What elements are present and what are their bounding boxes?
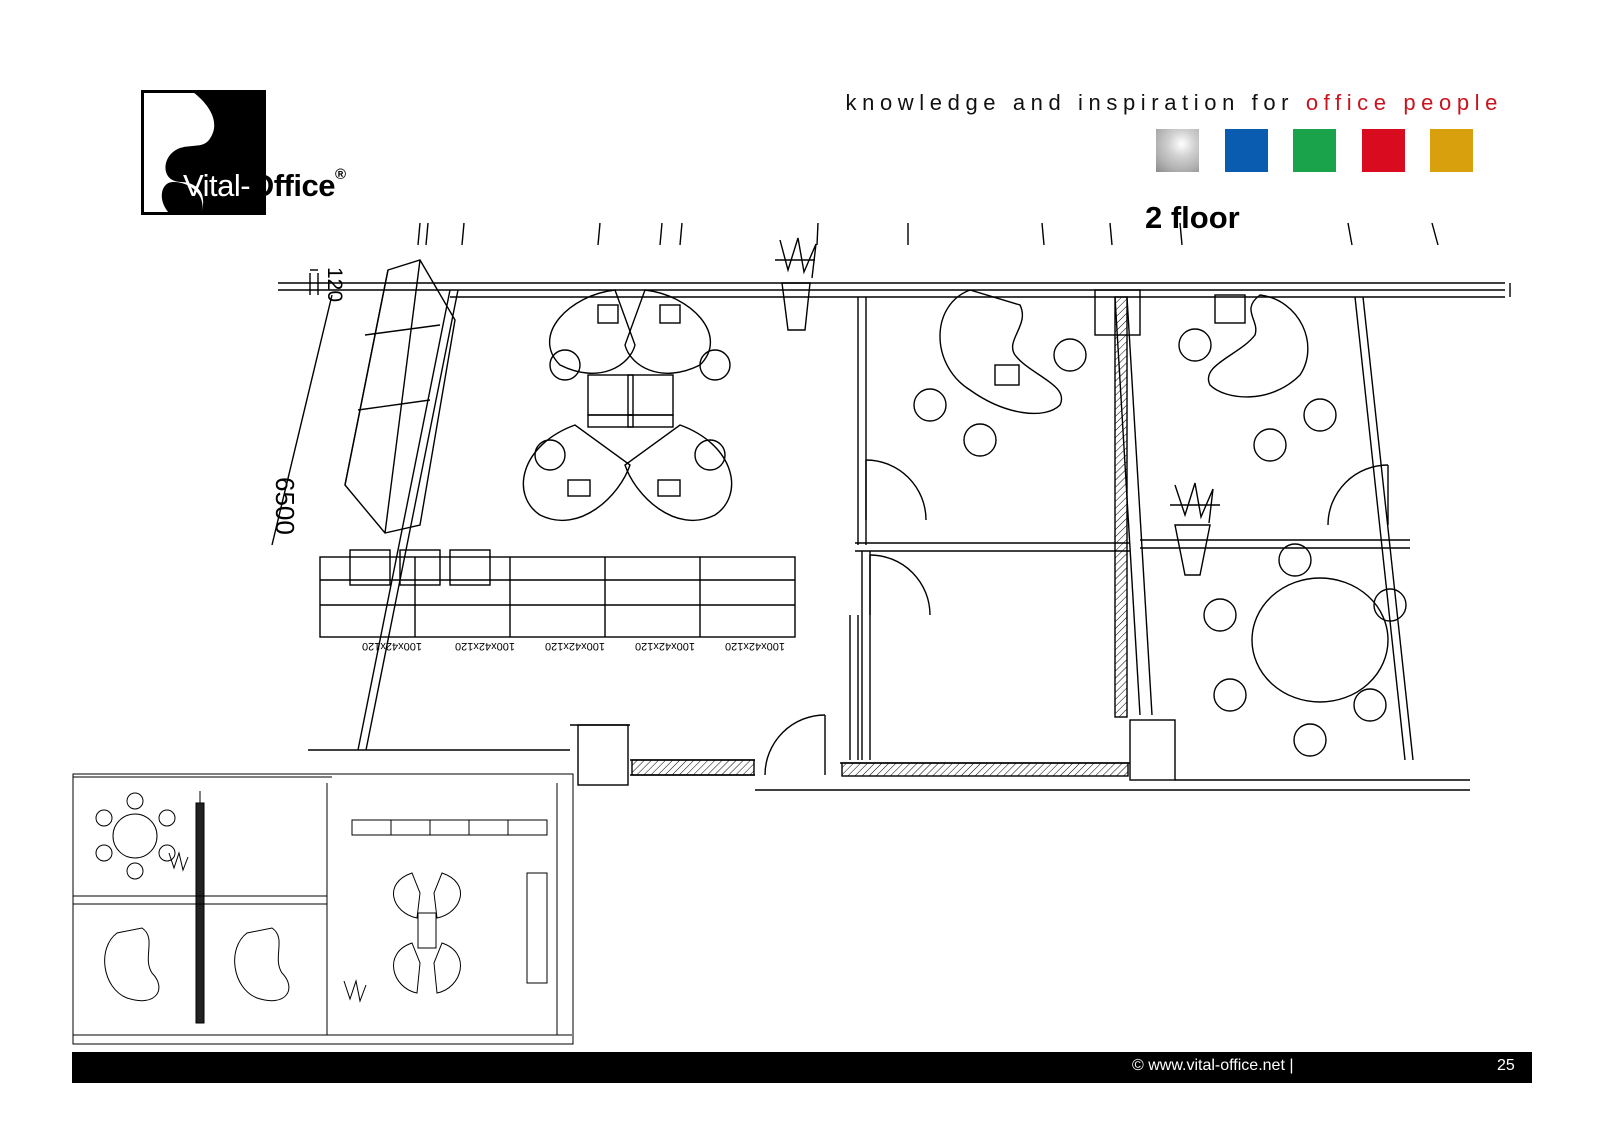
registered-mark: ® <box>334 166 346 183</box>
cabinet-label-3: 100x42x120 <box>545 640 605 652</box>
cabinet-labels: 100x42x120 100x42x120 100x42x120 100x42x… <box>362 640 785 652</box>
swatch-silver <box>1156 129 1199 172</box>
dimension-depth: 120 <box>309 267 346 302</box>
dimension-length-label: 6500 <box>270 477 300 535</box>
tagline-part2: office people <box>1305 90 1503 115</box>
top-wall <box>278 222 1505 298</box>
office-desk-1 <box>913 289 1087 457</box>
partitions <box>849 283 1511 761</box>
cabinet-label-1: 100x42x120 <box>362 640 422 652</box>
dimension-length: 6500 <box>270 294 333 546</box>
plant-top <box>775 237 817 331</box>
color-swatches <box>1156 129 1474 174</box>
cabinet-label-2: 100x42x120 <box>455 640 515 652</box>
tagline-part1: knowledge and inspiration for <box>845 90 1306 115</box>
swatch-blue <box>1225 129 1268 172</box>
vital-office-logo <box>141 90 266 215</box>
swatch-green <box>1293 129 1336 172</box>
workstation-cluster <box>522 289 733 522</box>
meeting-table <box>1203 543 1407 757</box>
logo-wordmark: Vital-Office® <box>183 166 346 204</box>
logo-name-bold: Office <box>250 168 335 203</box>
doors <box>764 459 1389 776</box>
overview-plan <box>72 773 574 1045</box>
floor-title: 2 floor <box>1145 200 1240 235</box>
floor-plan: 120 6500 <box>270 222 1511 791</box>
office-desk-2 <box>1178 294 1337 462</box>
storage-cabinets-tall <box>344 259 456 534</box>
footer-url[interactable]: © www.vital-office.net | <box>1132 1057 1294 1074</box>
storage-cabinets-low <box>319 549 796 638</box>
swatch-red <box>1362 129 1405 172</box>
dimension-depth-label: 120 <box>323 267 346 302</box>
left-wall <box>357 289 451 751</box>
tagline: knowledge and inspiration for office peo… <box>846 90 1503 116</box>
logo-name-light: Vital- <box>183 168 251 203</box>
bottom-wall <box>308 719 1470 791</box>
footer-bar <box>72 1052 1532 1083</box>
page-number: 25 <box>1497 1057 1515 1074</box>
cabinet-label-5: 100x42x120 <box>725 640 785 652</box>
cabinet-label-4: 100x42x120 <box>635 640 695 652</box>
plant-mid <box>1170 482 1220 576</box>
swatch-yellow <box>1430 129 1473 172</box>
